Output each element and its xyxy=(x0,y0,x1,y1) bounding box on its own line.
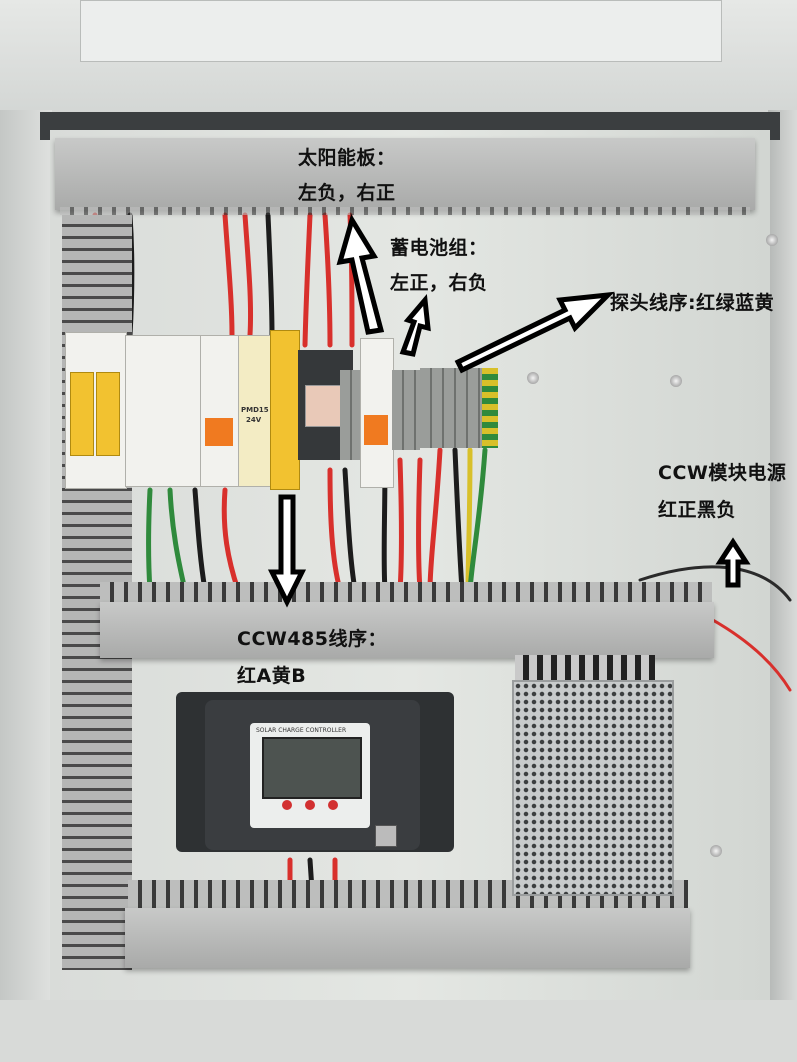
wire xyxy=(192,487,208,593)
battery-title: 蓄电池组： xyxy=(390,237,488,259)
circuit-breaker-1p[interactable] xyxy=(200,335,240,487)
up-button[interactable] xyxy=(305,800,315,810)
middle-duct-slots xyxy=(100,582,712,604)
wire xyxy=(452,447,465,593)
middle-wire-duct xyxy=(100,602,714,658)
surge-protector-voltage: 24V xyxy=(246,416,262,424)
terminal-block xyxy=(392,370,420,450)
lcd-screen xyxy=(262,737,362,799)
screw xyxy=(527,372,539,384)
power-supply xyxy=(512,680,674,896)
surge-protector-model: PMD15 xyxy=(241,406,269,414)
breaker-toggle[interactable] xyxy=(205,418,233,446)
wire xyxy=(397,457,404,593)
battery-polarity: 左正，右负 xyxy=(390,272,488,294)
probe-terminal-block xyxy=(420,368,482,448)
psu-terminals xyxy=(515,655,655,683)
ccw485-order: 红A黄B xyxy=(237,665,307,687)
cabinet-right-wall xyxy=(768,110,797,1062)
wire xyxy=(167,487,188,593)
wire xyxy=(322,212,333,348)
arrow-up-icon xyxy=(336,213,385,335)
breaker-toggle[interactable] xyxy=(364,415,388,445)
screw xyxy=(670,375,682,387)
signal-surge-protector xyxy=(270,330,300,490)
wire xyxy=(302,212,313,348)
solar-panel-title: 太阳能板： xyxy=(298,147,396,169)
top-wire-duct xyxy=(55,138,755,210)
wire xyxy=(342,467,358,593)
circuit-breaker-2p[interactable] xyxy=(125,335,202,487)
usb-port xyxy=(375,825,397,847)
wire xyxy=(242,212,254,338)
arrow-up-icon xyxy=(399,293,431,357)
arrow-down-icon xyxy=(267,494,307,608)
screw xyxy=(710,845,722,857)
relay xyxy=(305,385,343,427)
wire xyxy=(467,447,488,593)
arrow-up-icon xyxy=(715,537,751,588)
wire xyxy=(327,467,343,593)
wire xyxy=(427,447,443,593)
surge-cartridge xyxy=(70,372,94,456)
ccw-power-polarity: 红正黑负 xyxy=(658,499,737,521)
wire xyxy=(265,212,275,338)
wire xyxy=(465,447,473,593)
screw xyxy=(766,234,778,246)
ground-terminal xyxy=(482,368,498,448)
terminal-block xyxy=(340,370,360,460)
cabinet-top-panel xyxy=(80,0,722,62)
top-duct-slots xyxy=(60,207,750,215)
probe-wire-order: 探头线序:红绿蓝黄 xyxy=(610,292,775,314)
wire xyxy=(221,487,241,593)
cabinet-left-wall xyxy=(0,110,52,1062)
wire xyxy=(146,487,153,593)
arrow-right-icon xyxy=(454,291,615,374)
down-button[interactable] xyxy=(328,800,338,810)
cabinet-bottom-frame xyxy=(0,1000,797,1062)
ccw-power-title: CCW模块电源 xyxy=(658,462,787,484)
solar-panel-polarity: 左负，右正 xyxy=(298,182,396,204)
wire xyxy=(222,212,235,338)
ccw485-title: CCW485线序： xyxy=(237,628,388,650)
surge-cartridge xyxy=(96,372,120,456)
controller-label: SOLAR CHARGE CONTROLLER xyxy=(256,727,347,734)
menu-button[interactable] xyxy=(282,800,292,810)
wire xyxy=(416,457,423,593)
bottom-wire-duct xyxy=(125,908,690,968)
controller-faceplate: SOLAR CHARGE CONTROLLER xyxy=(250,723,370,828)
